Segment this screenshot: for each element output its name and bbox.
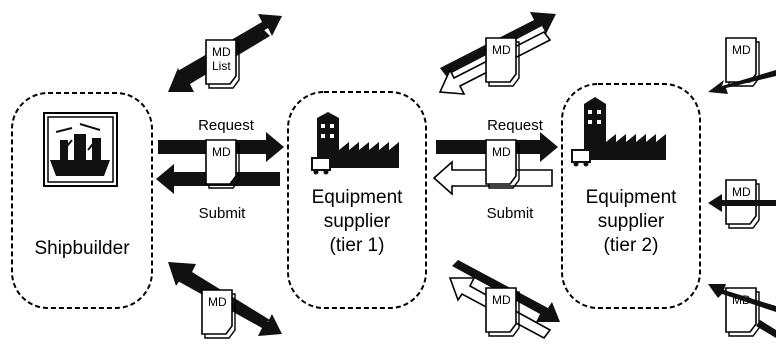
tier1-label-line2: supplier	[324, 211, 391, 232]
svg-text:MD: MD	[208, 295, 227, 309]
tier2-label-line2: supplier	[598, 211, 665, 232]
factory-icon	[311, 112, 399, 175]
submit-label-1: Submit	[199, 205, 247, 222]
right-arrow-middle	[708, 194, 776, 212]
md-document-icon: MD	[725, 179, 760, 229]
md-list-document-icon: MD List	[205, 39, 240, 89]
md-document-icon: MD	[201, 289, 236, 339]
request-label-2: Request	[487, 117, 544, 134]
right-arrow-top	[708, 70, 776, 94]
svg-text:MD: MD	[732, 185, 751, 199]
md-document-icon: MD	[725, 37, 760, 87]
tier2-supplier-node: Equipment supplier (tier 2)	[561, 83, 701, 309]
request-label-1: Request	[198, 117, 255, 134]
tier1-label-line3: (tier 1)	[330, 235, 385, 256]
svg-text:MD: MD	[212, 45, 231, 59]
md-document-icon: MD	[485, 139, 520, 189]
tier1-supplier-node: Equipment supplier (tier 1)	[287, 91, 427, 309]
tier2-label-line1: Equipment	[586, 187, 678, 208]
right-arrow-bottom	[708, 284, 776, 312]
submit-label-2: Submit	[487, 205, 535, 222]
md-document-icon: MD	[485, 37, 520, 87]
md-document-icon: MD	[485, 287, 520, 337]
right-arrow-bottom-out	[756, 320, 776, 338]
tier1-label-line1: Equipment	[312, 187, 404, 208]
ship-icon	[43, 112, 118, 187]
svg-text:MD: MD	[492, 145, 511, 159]
svg-text:MD: MD	[212, 145, 231, 159]
svg-text:MD: MD	[732, 43, 751, 57]
md-document-icon: MD	[205, 139, 240, 189]
svg-text:List: List	[212, 59, 231, 73]
factory-icon	[571, 97, 666, 167]
svg-text:MD: MD	[492, 43, 511, 57]
tier2-label-line3: (tier 2)	[604, 235, 659, 256]
shipbuilder-node: Shipbuilder	[11, 92, 153, 309]
shipbuilder-label: Shipbuilder	[34, 238, 130, 259]
svg-text:MD: MD	[492, 293, 511, 307]
